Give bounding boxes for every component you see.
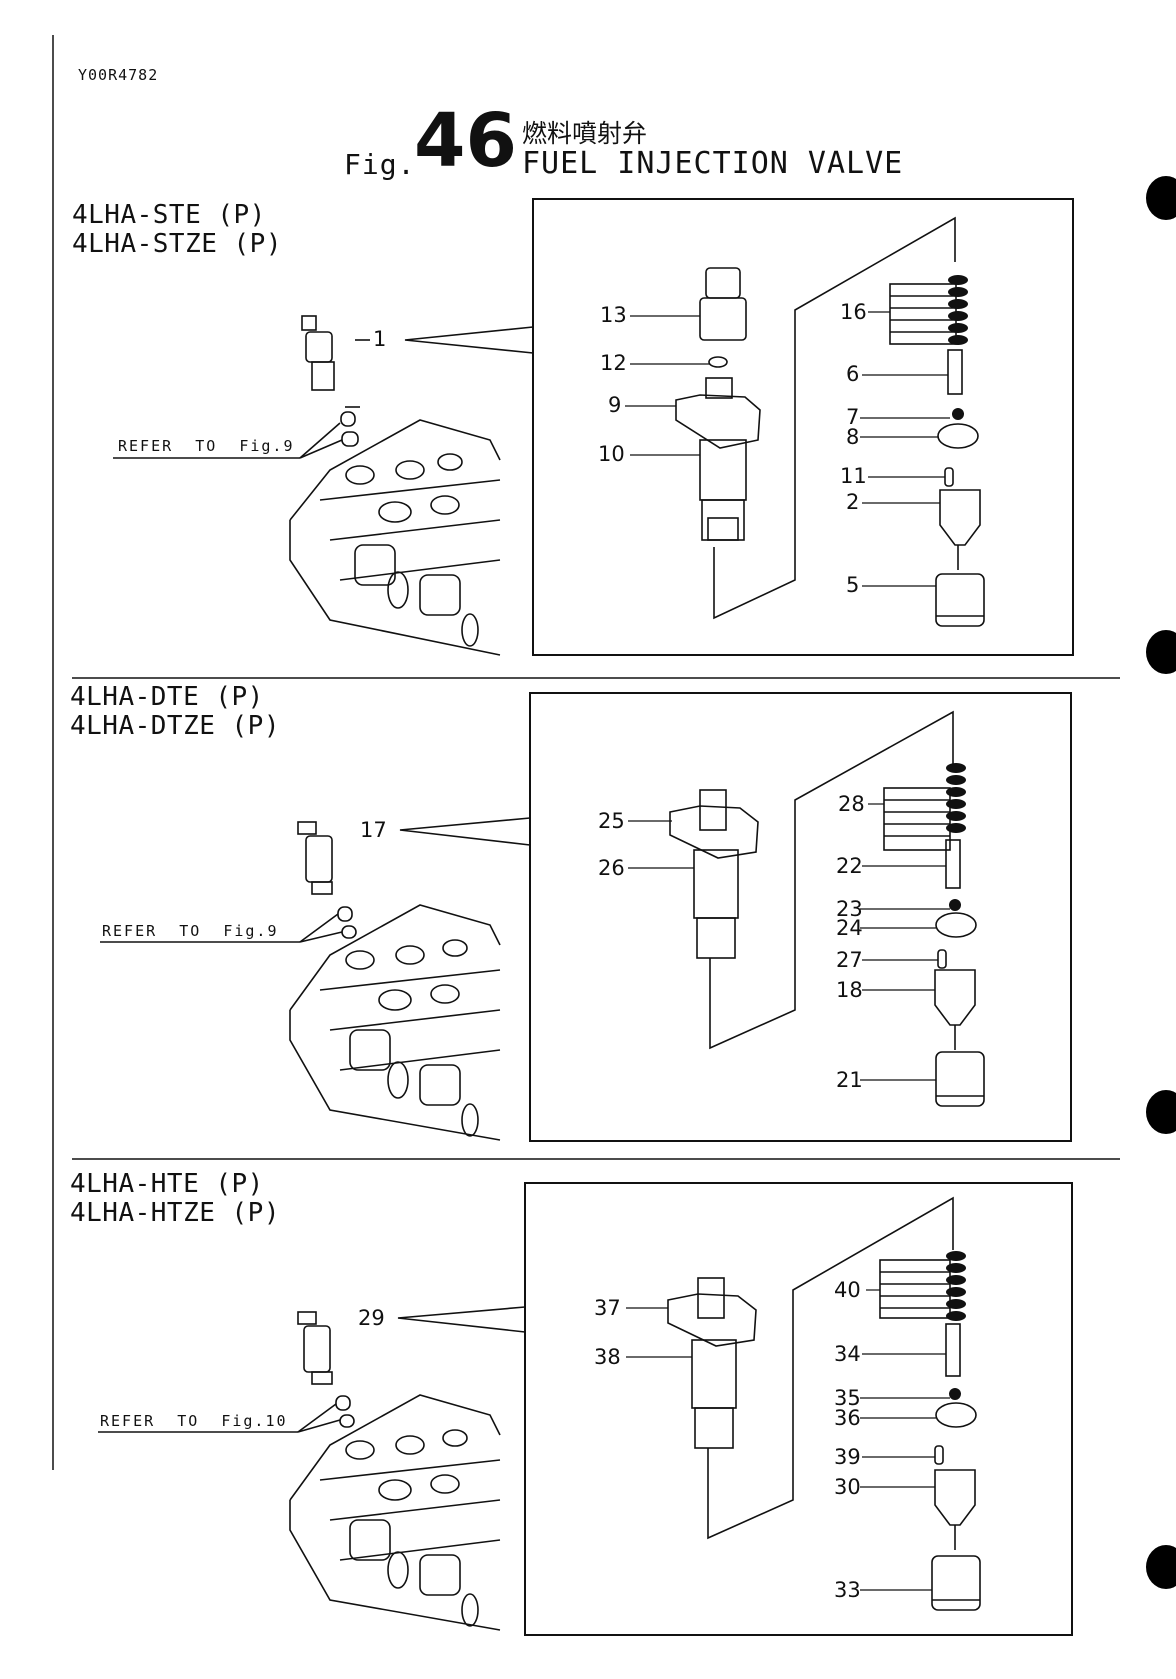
callout-33: 33	[834, 1578, 861, 1602]
section-2-model-2: 4LHA-DTZE (P)	[70, 712, 280, 740]
callout-40: 40	[834, 1278, 861, 1302]
callout-16: 16	[840, 300, 867, 324]
callout-36: 36	[834, 1406, 861, 1430]
figure-number: 46	[414, 104, 517, 178]
section-1-model-1: 4LHA-STE (P)	[72, 201, 266, 229]
section-2-refer-note: REFER TO Fig.9	[102, 922, 279, 940]
callout-22: 22	[836, 854, 863, 878]
figure-prefix: Fig.	[344, 148, 415, 181]
callout-12: 12	[600, 351, 627, 375]
callout-8: 8	[846, 425, 859, 449]
section-3-model-1: 4LHA-HTE (P)	[70, 1170, 264, 1198]
callout-37: 37	[594, 1296, 621, 1320]
callout-2: 2	[846, 490, 859, 514]
callout-27: 27	[836, 948, 863, 972]
callout-25: 25	[598, 809, 625, 833]
callout-24: 24	[836, 916, 863, 940]
section-2-model-1: 4LHA-DTE (P)	[70, 683, 264, 711]
callout-26: 26	[598, 856, 625, 880]
callout-38: 38	[594, 1345, 621, 1369]
callout-18: 18	[836, 978, 863, 1002]
figure-title-jp: 燃料噴射弁	[522, 114, 647, 150]
callout-21: 21	[836, 1068, 863, 1092]
callout-34: 34	[834, 1342, 861, 1366]
callout-30: 30	[834, 1475, 861, 1499]
callout-10: 10	[598, 442, 625, 466]
section-1-assembly-callout: 1	[373, 327, 386, 351]
callout-13: 13	[600, 303, 627, 327]
callout-11: 11	[840, 464, 867, 488]
document-id: Y00R4782	[78, 66, 158, 84]
callout-6: 6	[846, 362, 859, 386]
section-3-refer-note: REFER TO Fig.10	[100, 1412, 288, 1430]
callout-39: 39	[834, 1445, 861, 1469]
figure-title-en: FUEL INJECTION VALVE	[522, 146, 903, 181]
callout-5: 5	[846, 573, 859, 597]
section-1-refer-note: REFER TO Fig.9	[118, 437, 295, 455]
section-2-assembly-callout: 17	[360, 818, 387, 842]
section-1-model-2: 4LHA-STZE (P)	[72, 230, 282, 258]
section-3-model-2: 4LHA-HTZE (P)	[70, 1199, 280, 1227]
callout-9: 9	[608, 393, 621, 417]
section-3-assembly-callout: 29	[358, 1306, 385, 1330]
callout-28: 28	[838, 792, 865, 816]
